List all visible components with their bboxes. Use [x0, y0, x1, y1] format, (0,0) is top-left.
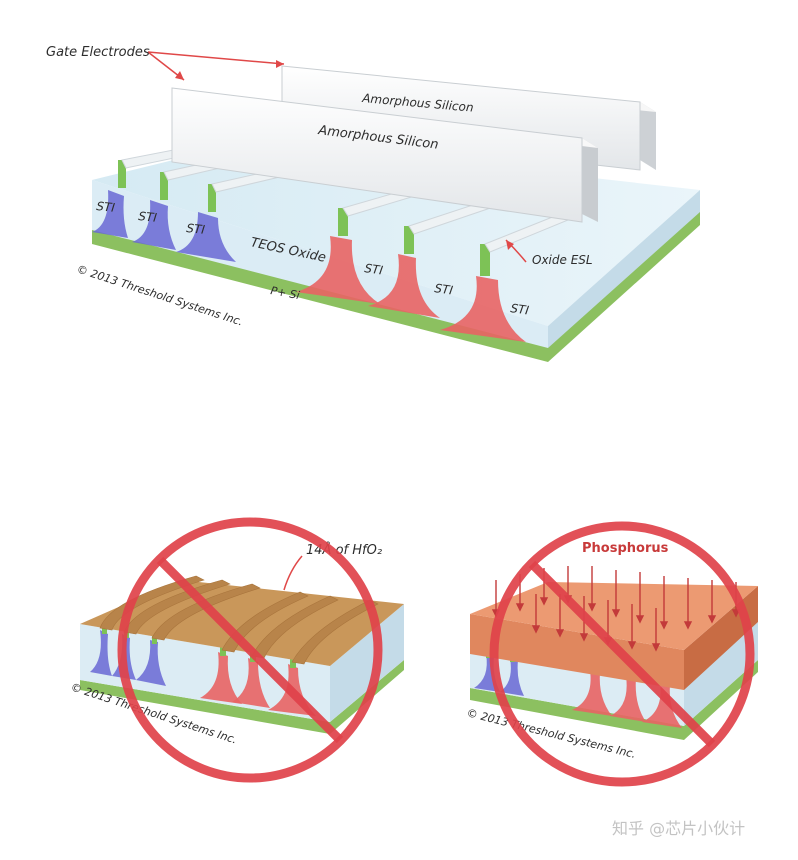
phosphorus-label: Phosphorus — [582, 541, 669, 556]
gate-callout-line — [147, 51, 285, 65]
phosphorus-implant-diagram: Phosphorus © 2013 Threshold Systems Inc. — [465, 521, 758, 787]
fin-tops — [118, 160, 490, 276]
gate-back-right-face — [640, 102, 656, 170]
n-doped-regions — [296, 236, 526, 342]
sti-label-5: STI — [434, 281, 455, 298]
oxide-right-face — [548, 190, 700, 348]
left-substrate — [80, 660, 404, 734]
left-oxide-front — [80, 624, 330, 722]
phosphorus-block-front — [470, 614, 684, 690]
arrow-icon — [506, 240, 514, 250]
gate-front-right-face — [582, 138, 598, 222]
gate-front-face — [171, 87, 583, 223]
prohibition-icon — [117, 517, 383, 783]
sti-label-4: STI — [364, 261, 385, 278]
sti-label-1: STI — [96, 199, 116, 215]
sti-label-2: STI — [138, 209, 158, 225]
sti-label-6: STI — [510, 301, 531, 318]
hfo2-ridges — [99, 575, 379, 665]
prohibition-icon — [489, 521, 755, 787]
hfo2-deposition-diagram: 14Å of HfO₂ © 2013 Threshold Systems Inc… — [69, 517, 404, 783]
oxide-esl-label: Oxide ESL — [532, 253, 593, 267]
arrow-icon — [276, 60, 284, 68]
arrow-icon — [175, 71, 184, 80]
sti-label-3: STI — [186, 221, 206, 237]
left-oxide-right — [330, 604, 404, 722]
watermark-text: 知乎 @芯片小伙计 — [612, 819, 745, 838]
p-doped-regions — [92, 190, 236, 262]
substrate-label: P+ Si — [269, 284, 300, 302]
gate-electrodes-label: Gate Electrodes — [46, 45, 150, 60]
gate-structure-diagram: Gate Electrodes Amorphous Silicon Amorph… — [46, 45, 700, 362]
